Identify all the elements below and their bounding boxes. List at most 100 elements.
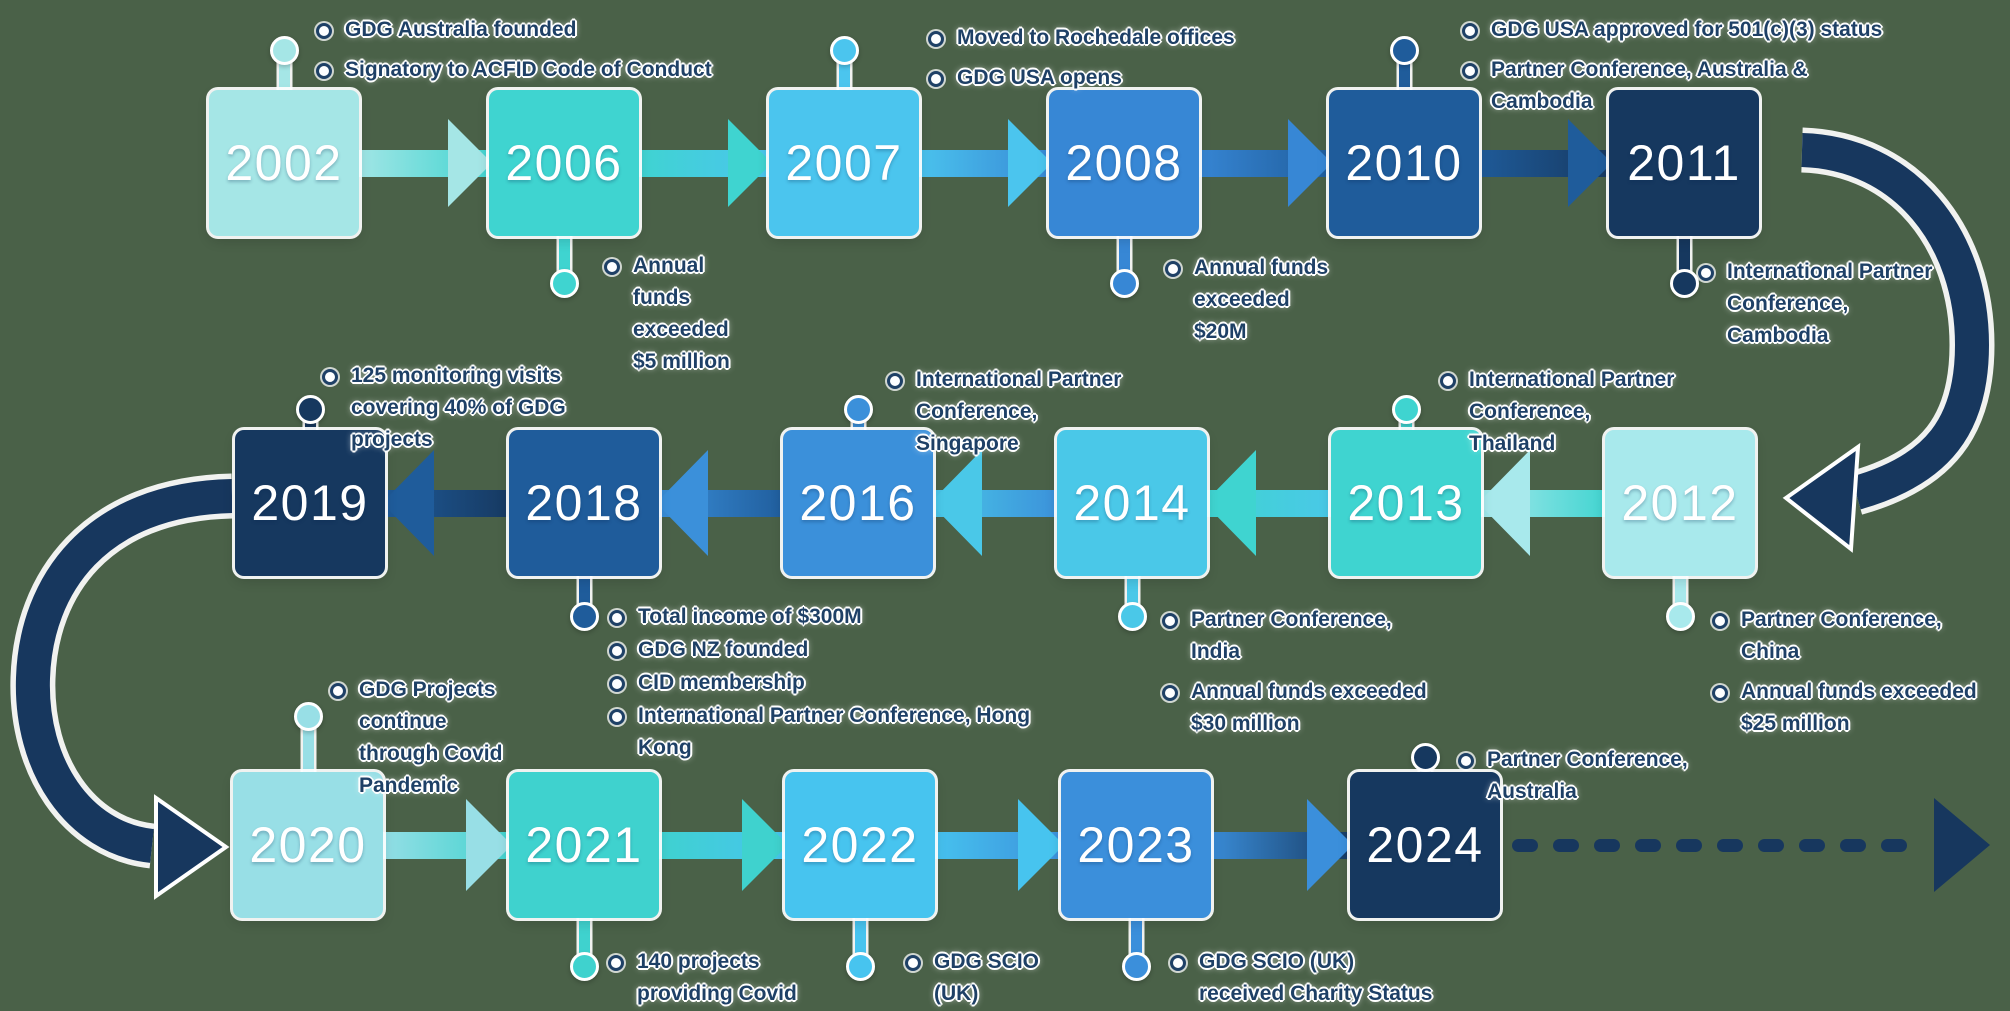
year-box-2012: 2012 xyxy=(1605,430,1755,576)
future-dash xyxy=(1881,838,1907,852)
bullet-icon xyxy=(1162,685,1178,701)
bullet-icon xyxy=(316,63,332,79)
bullet-icon xyxy=(928,31,944,47)
annotation-text: GDG SCIO (UK) registered xyxy=(934,950,1040,1005)
year-box-2002: 2002 xyxy=(209,90,359,236)
annotation-text: Annual funds exceeded $25 million xyxy=(1741,680,1977,735)
milestone-dot-2007 xyxy=(829,35,859,65)
annotation-text: Partner Conference, China xyxy=(1741,608,1942,663)
year-box-2024: 2024 xyxy=(1350,772,1500,918)
annotation-text: Partner Conference, India xyxy=(1191,608,1392,663)
annotation-text: Partner Conference, Australia xyxy=(1487,748,1688,803)
milestone-stem-2002 xyxy=(278,50,290,95)
year-label-2010: 2010 xyxy=(1345,135,1463,191)
milestone-stem-2006 xyxy=(558,232,570,284)
annotation-item: International Partner Conference, Thaila… xyxy=(1440,364,1675,460)
annotation-text: Partner Conference, Australia & Cambodia xyxy=(1491,58,1808,113)
year-label-2018: 2018 xyxy=(525,475,643,531)
year-box-2022: 2022 xyxy=(785,772,935,918)
year-label-2007: 2007 xyxy=(785,135,903,191)
annotation-text: International Partner Conference, Singap… xyxy=(916,368,1122,455)
year-box-2008: 2008 xyxy=(1049,90,1199,236)
year-box-2014: 2014 xyxy=(1057,430,1207,576)
year-label-2024: 2024 xyxy=(1366,817,1484,873)
annotation-2011: International Partner Conference, Cambod… xyxy=(1698,256,1948,360)
annotation-item: GDG Australia founded xyxy=(316,14,736,46)
future-dash xyxy=(1840,838,1866,852)
year-label-2013: 2013 xyxy=(1347,475,1465,531)
annotation-text: GDG USA approved for 501(c)(3) status xyxy=(1491,18,1883,41)
milestone-stem-2018 xyxy=(578,572,590,617)
milestone-stem-2023 xyxy=(1130,914,1142,967)
annotation-item: Partner Conference, Australia xyxy=(1458,744,1778,808)
annotation-2020: GDG Projects continue through Covid Pand… xyxy=(330,674,510,810)
milestone-stem-2012 xyxy=(1674,572,1686,617)
milestone-dot-2019 xyxy=(295,394,325,424)
annotation-2021: 140 projects providing Covid relief xyxy=(608,946,848,1011)
bullet-icon xyxy=(1712,613,1728,629)
annotation-text: Moved to Rochedale offices xyxy=(957,26,1235,49)
curve-arrow-right xyxy=(1782,127,1995,553)
bullet-icon xyxy=(609,610,625,626)
annotation-item: Partner Conference, China xyxy=(1712,604,1997,668)
annotation-text: GDG Australia founded xyxy=(345,18,577,41)
year-label-2022: 2022 xyxy=(801,817,919,873)
year-box-2013: 2013 xyxy=(1331,430,1481,576)
annotation-item: GDG USA opens xyxy=(928,62,1328,94)
annotation-item: 140 projects providing Covid relief xyxy=(608,946,848,1011)
annotation-text: Signatory to ACFID Code of Conduct xyxy=(345,58,712,81)
annotation-2008: Annual funds exceeded $20M xyxy=(1165,252,1330,356)
bullet-icon xyxy=(609,676,625,692)
future-dash xyxy=(1799,838,1825,852)
bullet-icon xyxy=(928,71,944,87)
bullet-icon xyxy=(1458,753,1474,769)
milestone-stem-2011 xyxy=(1678,232,1690,284)
milestone-stem-2014 xyxy=(1126,572,1138,617)
bullet-icon xyxy=(887,373,903,389)
year-label-2011: 2011 xyxy=(1627,135,1741,191)
annotation-item: CID membership xyxy=(609,667,1089,699)
annotation-text: GDG SCIO (UK) received Charity Status & … xyxy=(1199,950,1433,1005)
annotation-item: Annual funds exceeded $20M xyxy=(1165,252,1330,348)
bullet-icon xyxy=(905,955,921,971)
annotation-2023: GDG SCIO (UK) received Charity Status & … xyxy=(1170,946,1435,1011)
bullet-icon xyxy=(316,23,332,39)
future-dash xyxy=(1512,838,1538,852)
year-label-2023: 2023 xyxy=(1077,817,1195,873)
year-box-2010: 2010 xyxy=(1329,90,1479,236)
milestone-dot-2022 xyxy=(845,951,875,981)
year-label-2020: 2020 xyxy=(249,817,367,873)
annotation-item: GDG Projects continue through Covid Pand… xyxy=(330,674,510,802)
annotation-text: GDG Projects continue through Covid Pand… xyxy=(359,678,503,797)
milestone-dot-2011 xyxy=(1669,268,1699,298)
annotation-item: Partner Conference, Australia & Cambodia xyxy=(1462,54,1902,118)
year-label-2014: 2014 xyxy=(1073,475,1191,531)
annotation-item: GDG SCIO (UK) received Charity Status & … xyxy=(1170,946,1435,1011)
milestone-dot-2002 xyxy=(269,35,299,65)
future-dash xyxy=(1758,838,1784,852)
annotation-2013: International Partner Conference, Thaila… xyxy=(1440,364,1675,468)
milestone-dot-2008 xyxy=(1109,268,1139,298)
future-dash xyxy=(1717,838,1743,852)
year-box-2007: 2007 xyxy=(769,90,919,236)
year-label-2019: 2019 xyxy=(251,475,369,531)
bullet-icon xyxy=(1440,373,1456,389)
year-label-2006: 2006 xyxy=(505,135,623,191)
annotation-item: International Partner Conference, Singap… xyxy=(887,364,1122,460)
annotation-item: Moved to Rochedale offices xyxy=(928,22,1328,54)
future-dash xyxy=(1594,838,1620,852)
annotation-2024: Partner Conference, Australia xyxy=(1458,744,1778,816)
milestone-dot-2016 xyxy=(843,394,873,424)
year-label-2012: 2012 xyxy=(1621,475,1739,531)
annotation-2006: Annual funds exceeded $5 million xyxy=(604,250,744,386)
annotation-text: Annual funds exceeded $30 million xyxy=(1191,680,1427,735)
bullet-icon xyxy=(1162,613,1178,629)
annotation-text: Annual funds exceeded $20M xyxy=(1194,256,1329,343)
milestone-dot-2020 xyxy=(293,701,323,731)
annotation-text: International Partner Conference, Hong K… xyxy=(638,704,1031,759)
milestone-dot-2013 xyxy=(1391,394,1421,424)
annotation-text: International Partner Conference, Cambod… xyxy=(1727,260,1933,347)
